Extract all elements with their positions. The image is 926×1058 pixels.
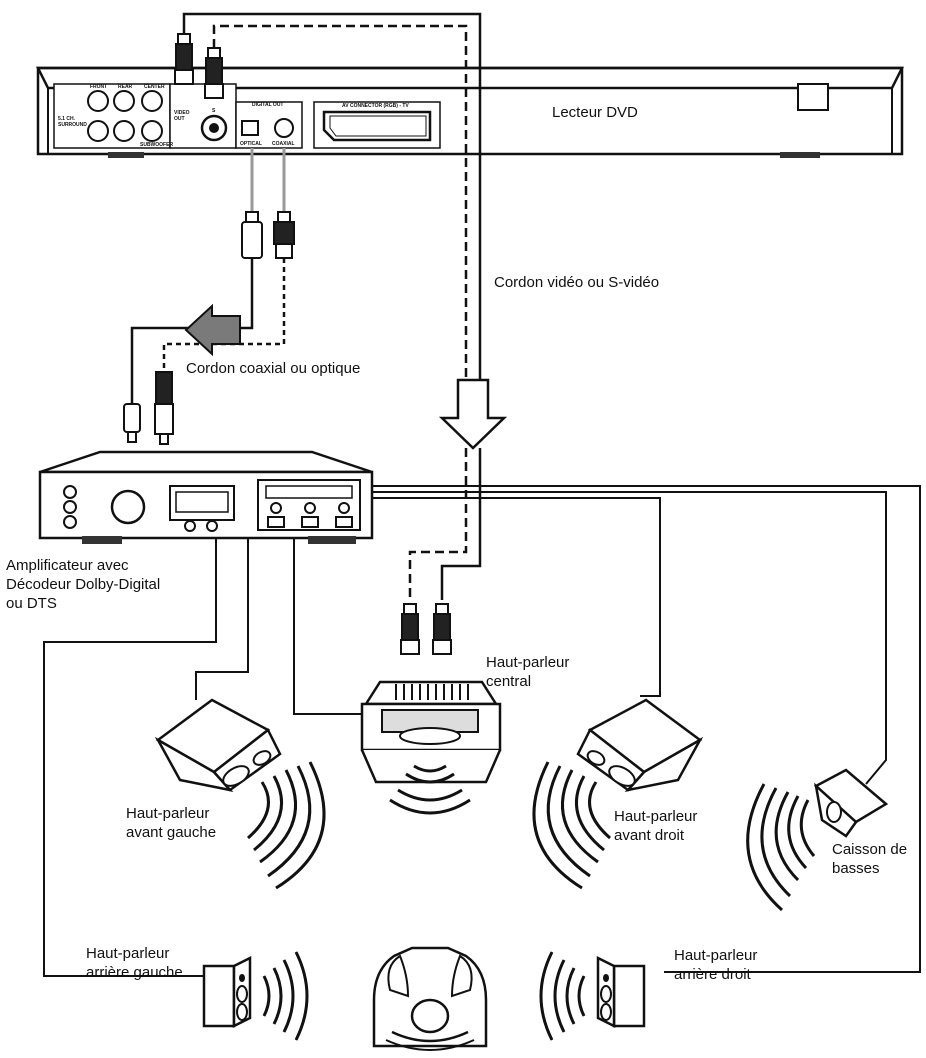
dvd-player (35, 66, 905, 158)
coaxial-label: COAXIAL (272, 141, 295, 147)
rear-jack-label: REAR (118, 84, 133, 90)
video-cable-label: Cordon vidéo ou S-vidéo (494, 274, 660, 291)
subwoofer-jack-label: SUBWOOFER (140, 142, 173, 148)
digital-out-label: DIGITAL OUT (252, 102, 283, 108)
video-cable (174, 12, 508, 655)
optical-label: OPTICAL (240, 141, 262, 147)
speaker-wires (43, 485, 921, 977)
s-video-label: S (212, 108, 216, 114)
amplifier-label: Amplificateur avec Décodeur Dolby-Digita… (6, 557, 161, 612)
front-left-speaker-icon (154, 698, 326, 890)
rear-left-speaker-icon (202, 951, 309, 1041)
subwoofer-icon (746, 768, 889, 912)
rear-right-speaker-label: Haut-parleur arrière droit (674, 947, 758, 983)
rear-left-speaker-label: Haut-parleur arrière gauche (86, 945, 183, 981)
amplifier (38, 450, 374, 544)
video-arrow-icon (438, 378, 508, 450)
center-speaker-label: Haut-parleur central (486, 654, 570, 690)
subwoofer-label: Caisson de basses (832, 841, 908, 877)
dvd-player-label: Lecteur DVD (552, 104, 638, 121)
listener-icon (372, 946, 488, 1051)
center-speaker-icon (360, 680, 502, 815)
center-jack-label: CENTER (144, 84, 165, 90)
front-jack-label: FRONT (90, 84, 107, 90)
av-connector-label: AV CONNECTOR (RGB) - TV (342, 103, 409, 109)
surround-label: 5.1 CH.SURROUND (58, 116, 87, 128)
rear-right-speaker-icon (539, 951, 646, 1041)
coax-optical-cable-label: Cordon coaxial ou optique (186, 360, 361, 377)
front-right-speaker-label: Haut-parleur avant droit (614, 808, 698, 844)
front-right-speaker-icon (532, 698, 704, 890)
front-left-speaker-label: Haut-parleur avant gauche (126, 805, 217, 841)
dvd-panel-labels: 5.1 CH.SURROUND FRONT REAR CENTER SUBWOO… (58, 84, 409, 148)
audio-arrow-icon (184, 303, 241, 357)
digital-audio-cable (123, 148, 295, 445)
